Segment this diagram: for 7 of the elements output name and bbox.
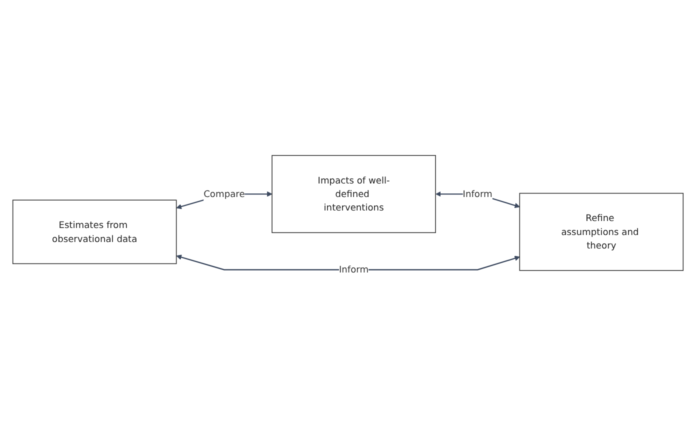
edge-label: Inform [338, 264, 369, 275]
arrow [176, 254, 520, 270]
node-box: Refine assumptions and theory [519, 192, 684, 270]
node-box: Impacts of well-defined interventions [272, 154, 436, 233]
edge-label: Compare [204, 188, 245, 199]
node-box: Estimates from observational data [12, 199, 177, 264]
edge-label: Inform [462, 188, 492, 199]
